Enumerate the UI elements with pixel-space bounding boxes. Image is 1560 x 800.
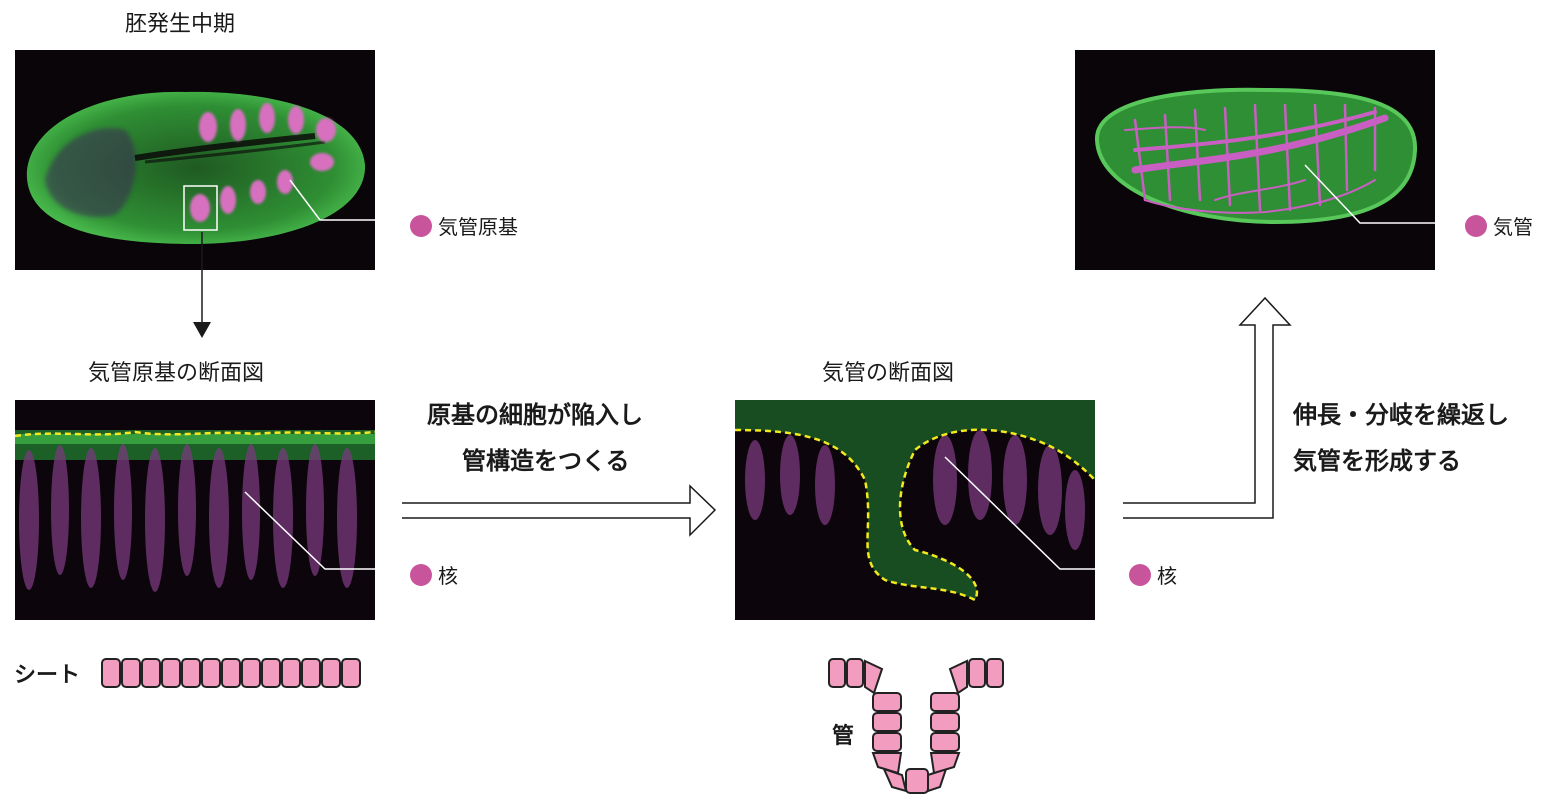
trachea-section-title: 気管の断面図 bbox=[822, 361, 955, 386]
magenta-dot-icon bbox=[410, 214, 432, 237]
legend-trachea: 気管 bbox=[1465, 211, 1533, 240]
legend-placode: 気管原基 bbox=[410, 211, 518, 240]
legend-placode-label: 気管原基 bbox=[438, 215, 518, 239]
magenta-dot-icon bbox=[1129, 563, 1151, 586]
process-arrow-invagination bbox=[402, 484, 717, 537]
legend-trachea-label: 気管 bbox=[1493, 215, 1533, 239]
invagination-outline bbox=[735, 428, 1095, 602]
caption-invagination-line-2: 管構造をつくる bbox=[462, 447, 630, 475]
legend-nucleus-right: 核 bbox=[1129, 560, 1177, 589]
caption-invagination-line-1: 原基の細胞が陥入し bbox=[427, 401, 643, 429]
trachea-section-image bbox=[735, 400, 1095, 620]
trachea-image bbox=[1075, 50, 1435, 270]
legend-nucleus-left: 核 bbox=[410, 560, 458, 589]
magenta-dot-icon bbox=[410, 563, 432, 586]
caption-invagination: 原基の細胞が陥入し 管構造をつくる bbox=[427, 392, 643, 484]
caption-branching: 伸長・分岐を繰返し 気管を形成する bbox=[1293, 392, 1509, 484]
legend-nucleus-right-label: 核 bbox=[1157, 564, 1177, 588]
placode-spots bbox=[190, 103, 336, 222]
selection-box bbox=[183, 185, 218, 231]
process-arrow-branching bbox=[1123, 296, 1292, 519]
sheet-schematic bbox=[101, 658, 361, 688]
apical-outline bbox=[15, 430, 375, 438]
caption-branching-line-1: 伸長・分岐を繰返し bbox=[1293, 401, 1509, 429]
tube-label: 管 bbox=[832, 724, 855, 749]
caption-branching-line-2: 気管を形成する bbox=[1293, 447, 1461, 475]
nuclei bbox=[19, 444, 357, 592]
magenta-dot-icon bbox=[1465, 214, 1487, 237]
embryo-title: 胚発生中期 bbox=[125, 12, 236, 37]
primordium-section-title: 気管原基の断面図 bbox=[88, 361, 265, 386]
primordium-section-image bbox=[15, 400, 375, 620]
legend-nucleus-left-label: 核 bbox=[438, 564, 458, 588]
tube-schematic bbox=[828, 658, 1004, 794]
down-arrow-head bbox=[193, 322, 211, 338]
embryo-image bbox=[15, 50, 375, 270]
sheet-label: シート bbox=[14, 663, 81, 688]
